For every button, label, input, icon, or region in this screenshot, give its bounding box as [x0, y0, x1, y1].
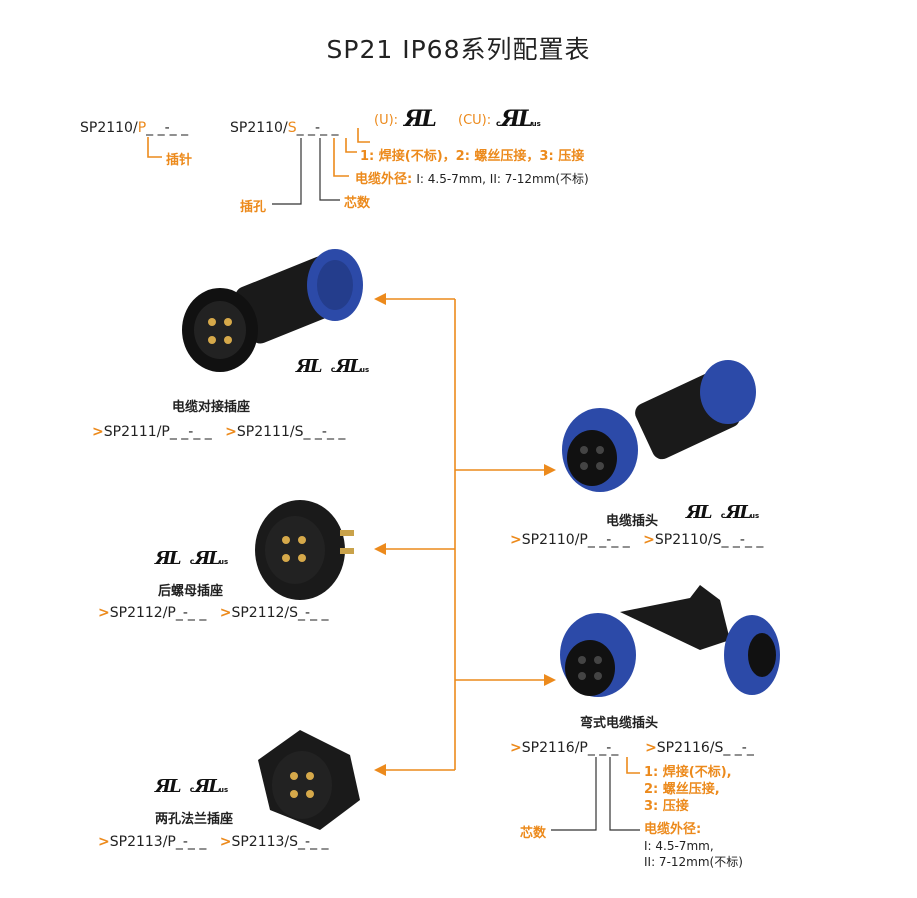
code-socket-prefix: SP2110/ — [230, 120, 288, 136]
cable-dia-bracket — [333, 138, 349, 177]
product-5-code-s: SP2116/S_ _-_ — [656, 740, 754, 756]
termination-options: 1: 焊接(不标)，2: 螺丝压接，3: 压接 — [360, 149, 585, 164]
ul-logos-product-1: ЯL cЯLus — [296, 356, 370, 377]
product-codes-1: >SP2111/P_ _-_ _ >SP2111/S_ _-_ _ — [92, 424, 346, 440]
termination-bracket — [345, 138, 357, 153]
code-pin: SP2110/P_ _-_ _ — [80, 120, 188, 136]
product-image-cable-receptacle — [182, 249, 363, 372]
ul-logos-product-2: ЯL cЯLus — [155, 548, 229, 569]
black-bracket-lines — [272, 138, 640, 831]
ul-logos-product-4: ЯL cЯLus — [686, 502, 760, 523]
u-bracket — [357, 128, 370, 143]
code-socket: SP2110/S_ _-_ _ — [230, 120, 339, 136]
product-codes-2: >SP2112/P_-_ _ >SP2112/S_-_ _ — [98, 605, 329, 621]
arrow-right-plug — [544, 464, 556, 476]
cores-bracket — [319, 138, 340, 201]
product-image-elbow-plug — [560, 585, 780, 697]
product-5-code-p: SP2116/P_ _-_ — [521, 740, 619, 756]
label-socket: 插孔 — [240, 200, 267, 215]
product-codes-4: >SP2110/P_ _-_ _ >SP2110/S_ _-_ _ — [510, 532, 764, 548]
cul-logo-top: cЯLus — [496, 106, 541, 132]
elbow-term-bracket — [626, 757, 640, 774]
product-codes-3: >SP2113/P_-_ _ >SP2113/S_-_ _ — [98, 834, 329, 850]
product-name-3: 两孔法兰插座 — [155, 812, 234, 827]
product-3-code-p: SP2113/P_-_ _ — [109, 834, 207, 850]
code-socket-suffix: _ _-_ _ — [296, 120, 339, 136]
code-socket-letter: S — [287, 120, 297, 136]
product-3-code-s: SP2113/S_-_ _ — [231, 834, 329, 850]
ul-logo-top: ЯL — [404, 106, 437, 132]
product-image-flange-receptacle — [258, 730, 360, 830]
ul-logos-product-3: ЯL cЯLus — [155, 776, 229, 797]
elbow-cores-label: 芯数 — [520, 826, 547, 841]
product-image-rear-nut-receptacle — [255, 500, 354, 600]
u-label: (U): — [374, 113, 399, 128]
product-1-code-p: SP2111/P_ _-_ _ — [103, 424, 212, 440]
code-pin-prefix: SP2110/ — [80, 120, 138, 136]
cu-label: (CU): — [458, 113, 492, 128]
product-image-cable-plug — [562, 360, 756, 492]
elbow-dia-2: II: 7-12mm(不标) — [644, 855, 743, 869]
elbow-cores-bracket — [551, 757, 597, 831]
product-4-code-p: SP2110/P_ _-_ _ — [521, 532, 630, 548]
product-codes-5: >SP2116/P_ _-_ >SP2116/S_ _-_ — [510, 740, 754, 756]
cable-diameter: 电缆外径: I: 4.5-7mm, II: 7-12mm(不标) — [355, 168, 589, 187]
arrow-right-elbow — [544, 674, 556, 686]
product-name-1: 电缆对接插座 — [172, 400, 251, 415]
label-cores: 芯数 — [344, 196, 371, 211]
product-name-4: 电缆插头 — [606, 514, 659, 529]
product-name-2: 后螺母插座 — [158, 584, 224, 599]
arrow-left-mid — [374, 543, 386, 555]
label-pin: 插针 — [166, 153, 193, 168]
elbow-term-3: 3: 压接 — [644, 799, 689, 814]
elbow-dia-1: I: 4.5-7mm, — [644, 839, 714, 853]
code-pin-suffix: _ _-_ _ — [146, 120, 189, 136]
product-4-code-s: SP2110/S_ _-_ _ — [654, 532, 764, 548]
arrow-heads — [374, 293, 556, 776]
arrow-left-bottom — [374, 764, 386, 776]
product-2-code-p: SP2112/P_-_ _ — [109, 605, 207, 621]
elbow-dia-label: 电缆外径: — [644, 822, 702, 837]
elbow-termination: 1: 焊接(不标), 2: 螺丝压接, 3: 压接 — [644, 764, 732, 815]
elbow-term-1: 1: 焊接(不标), — [644, 765, 732, 780]
socket-bracket — [272, 138, 302, 205]
cable-dia-label: 电缆外径: — [355, 172, 413, 187]
code-pin-letter: P — [137, 120, 147, 136]
product-name-5: 弯式电缆插头 — [580, 716, 659, 731]
product-1-code-s: SP2111/S_ _-_ _ — [236, 424, 346, 440]
page-title: SP21 IP68系列配置表 — [326, 35, 591, 64]
arrow-left-top — [374, 293, 386, 305]
pin-bracket — [147, 137, 162, 158]
elbow-dia-bracket — [609, 757, 640, 831]
orange-bracket-lines — [147, 128, 640, 774]
product-2-code-s: SP2112/S_-_ _ — [231, 605, 329, 621]
elbow-cable-diameter: 电缆外径: I: 4.5-7mm, II: 7-12mm(不标) — [644, 822, 743, 870]
elbow-term-2: 2: 螺丝压接, — [644, 782, 720, 797]
cable-dia-values: I: 4.5-7mm, II: 7-12mm(不标) — [416, 172, 589, 186]
